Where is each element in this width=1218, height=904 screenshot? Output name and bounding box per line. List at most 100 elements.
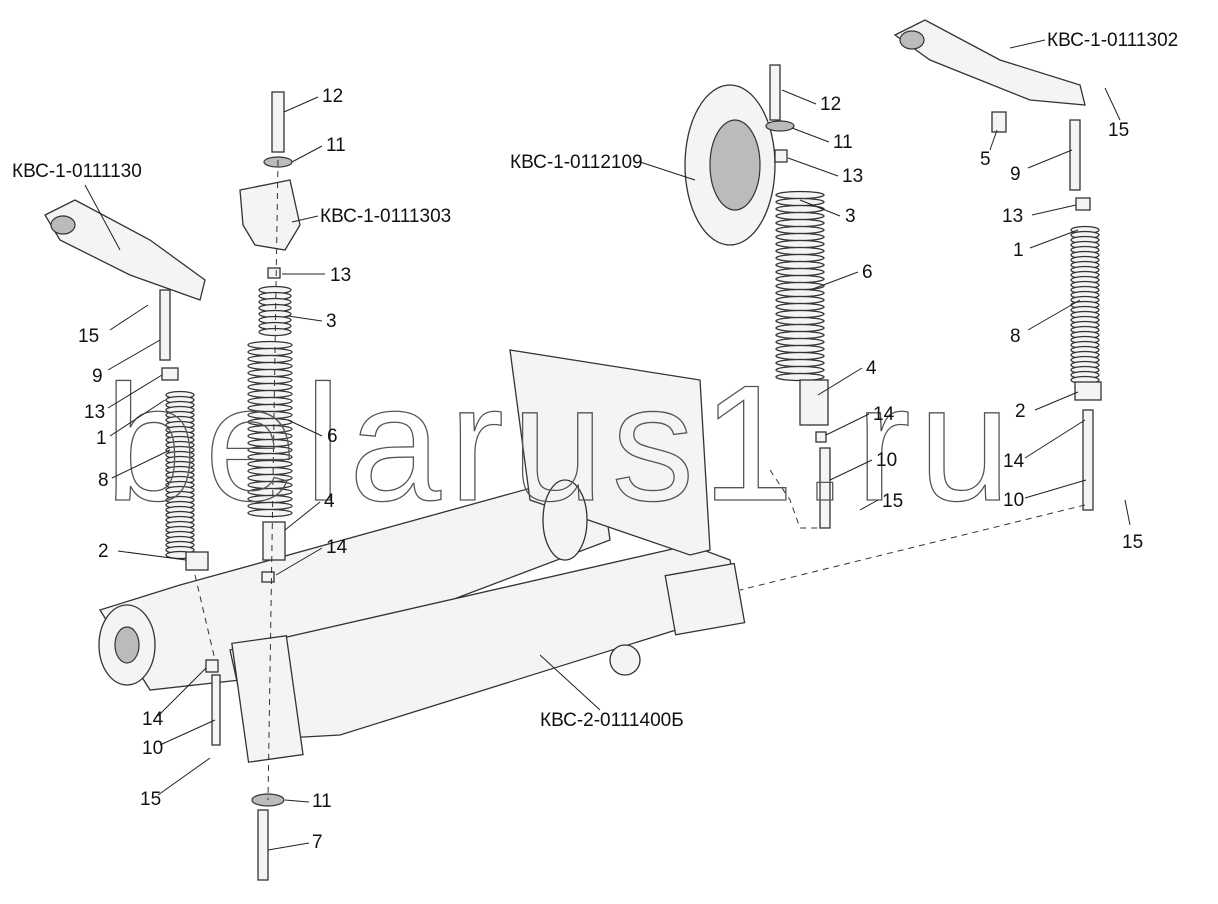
label-p13: 13 xyxy=(330,265,351,286)
rod-part xyxy=(262,521,286,561)
left-arm xyxy=(44,199,206,301)
rod-part xyxy=(211,674,221,746)
label-p9: 9 xyxy=(92,366,103,387)
label-p12: 12 xyxy=(820,94,841,115)
rod-part xyxy=(774,149,788,163)
leader-line xyxy=(829,459,873,481)
rod-part xyxy=(257,809,269,881)
label-p10: 10 xyxy=(1003,490,1024,511)
rod-part xyxy=(1074,381,1102,401)
label-p1: 1 xyxy=(96,428,107,449)
leader-line xyxy=(799,199,841,217)
rod-part xyxy=(1075,197,1091,211)
watermark: belarus1.ru xyxy=(105,351,1018,535)
leader-line xyxy=(287,419,323,437)
label-p3: 3 xyxy=(326,311,337,332)
rod-part xyxy=(815,431,827,443)
leader-line xyxy=(1009,39,1046,49)
rod-part xyxy=(271,91,285,153)
center-lines xyxy=(194,159,1086,801)
rod-part xyxy=(991,111,1007,133)
rods xyxy=(159,64,1102,881)
label-p10: 10 xyxy=(142,738,163,759)
coil-spring xyxy=(775,190,825,382)
label-p14: 14 xyxy=(142,709,164,730)
leader-line xyxy=(1029,229,1079,249)
label-p4: 4 xyxy=(866,358,877,379)
label-kvs-0112109: КВС-1-0112109 xyxy=(510,152,643,173)
label-p15: 15 xyxy=(882,491,903,512)
leader-line xyxy=(539,654,601,711)
label-kvs-0111303: КВС-1-0111303 xyxy=(320,206,451,227)
label-kvs-0111130: КВС-1-0111130 xyxy=(12,161,142,182)
leader-line xyxy=(817,367,863,396)
leader-line xyxy=(787,157,839,177)
rod-part xyxy=(205,659,219,673)
leader-line xyxy=(989,129,998,151)
label-kvs-0111400b: КВС-2-0111400Б xyxy=(540,710,684,731)
label-p14: 14 xyxy=(873,404,895,425)
rod-part xyxy=(159,289,171,361)
label-p15: 15 xyxy=(1108,120,1129,141)
label-p9: 9 xyxy=(1010,164,1021,185)
leader-line xyxy=(809,271,859,291)
label-p4: 4 xyxy=(324,491,335,512)
leader-line xyxy=(283,96,319,113)
label-p7: 7 xyxy=(312,832,323,853)
rod-part xyxy=(769,64,781,121)
label-p15: 15 xyxy=(78,326,99,347)
leader-line xyxy=(275,547,323,576)
rod-part xyxy=(1069,119,1081,191)
label-p8: 8 xyxy=(1010,326,1021,347)
leader-line xyxy=(111,449,171,479)
label-p10: 10 xyxy=(876,450,897,471)
leader-lines xyxy=(84,39,1131,851)
rod-part xyxy=(185,551,209,571)
leader-line xyxy=(107,374,163,409)
leader-line xyxy=(825,413,870,436)
label-p6: 6 xyxy=(862,262,873,283)
leader-line xyxy=(107,339,161,371)
housing xyxy=(684,84,776,246)
leader-line xyxy=(639,161,696,181)
label-p3: 3 xyxy=(845,206,856,227)
leader-line xyxy=(284,799,310,803)
leader-line xyxy=(109,399,166,437)
label-p11: 11 xyxy=(312,791,332,812)
leader-line xyxy=(1024,419,1086,459)
label-p14: 14 xyxy=(326,537,348,558)
rod-part xyxy=(799,379,829,426)
leader-line xyxy=(267,842,310,851)
label-p13: 13 xyxy=(84,402,105,423)
leader-line xyxy=(159,719,216,746)
leader-line xyxy=(109,304,149,331)
label-p5: 5 xyxy=(980,149,991,170)
coil-spring xyxy=(165,390,195,560)
leader-line xyxy=(1031,204,1077,216)
label-p12: 12 xyxy=(322,86,343,107)
label-p14: 14 xyxy=(1003,451,1025,472)
rod-part xyxy=(261,571,275,583)
leader-line xyxy=(157,757,211,796)
leader-line xyxy=(84,184,121,251)
axle-beam-assembly xyxy=(98,349,746,763)
label-p2: 2 xyxy=(1015,401,1026,422)
label-p6: 6 xyxy=(327,426,338,447)
leader-line xyxy=(291,215,319,223)
leader-line xyxy=(791,127,830,143)
washer xyxy=(765,120,795,132)
label-p11: 11 xyxy=(833,132,853,153)
label-p15: 15 xyxy=(1122,532,1143,553)
leader-line xyxy=(284,501,321,531)
bracket xyxy=(239,179,301,251)
label-p1: 1 xyxy=(1013,240,1024,261)
leader-line xyxy=(157,667,207,717)
leader-line xyxy=(287,315,323,322)
leader-line xyxy=(1027,149,1073,169)
leader-line xyxy=(859,499,879,511)
label-p2: 2 xyxy=(98,541,109,562)
label-kvs-0111302: КВС-1-0111302 xyxy=(1047,30,1178,51)
